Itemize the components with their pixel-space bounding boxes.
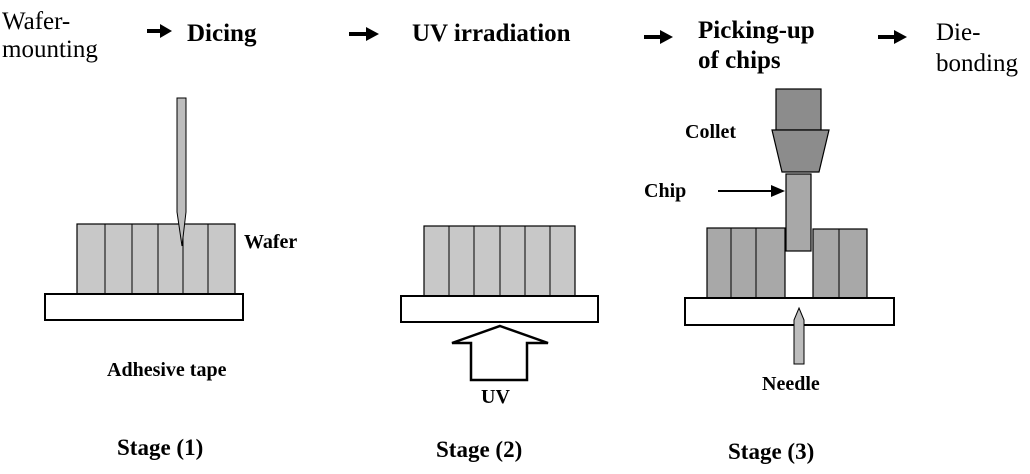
flow-arrow-4 [878, 30, 907, 44]
stage2-adhesive-tape [400, 295, 599, 323]
collet-icon [771, 129, 830, 173]
flow-arrow-1 [147, 24, 172, 38]
adhesive-tape-label: Adhesive tape [107, 359, 227, 381]
flow-step-picking-up: Picking-up of chips [698, 17, 815, 74]
stage3-wafer-right [812, 228, 868, 299]
flow-step-wafer-mounting: Wafer- mounting [2, 8, 98, 63]
dicing-blade-icon [176, 97, 187, 247]
needle-icon [793, 306, 805, 365]
stage1-caption: Stage (1) [117, 435, 204, 460]
collet-label: Collet [685, 121, 737, 143]
stage1-wafer [76, 223, 236, 295]
flow-step-dicing: Dicing [187, 20, 257, 47]
stage3-adhesive-tape [684, 297, 895, 326]
chip-label: Chip [644, 180, 687, 202]
stage1-adhesive-tape [44, 293, 244, 321]
flow-step-uv-irradiation: UV irradiation [412, 20, 571, 47]
stage2-wafer [423, 225, 576, 297]
collet-shaft [775, 88, 822, 131]
flow-arrow-2 [349, 27, 379, 41]
needle-label: Needle [762, 373, 820, 395]
stage3-wafer-left [706, 227, 786, 299]
uv-label: UV [481, 386, 510, 408]
wafer-label: Wafer [244, 231, 298, 253]
flow-arrow-3 [644, 30, 673, 44]
stage3-caption: Stage (3) [728, 439, 815, 464]
chip-pointer-arrow [718, 185, 785, 197]
stage2-caption: Stage (2) [436, 437, 523, 462]
uv-arrow-icon [451, 324, 549, 382]
flow-step-die-bonding: Die- bonding [936, 19, 1018, 77]
picked-chip [785, 173, 812, 252]
